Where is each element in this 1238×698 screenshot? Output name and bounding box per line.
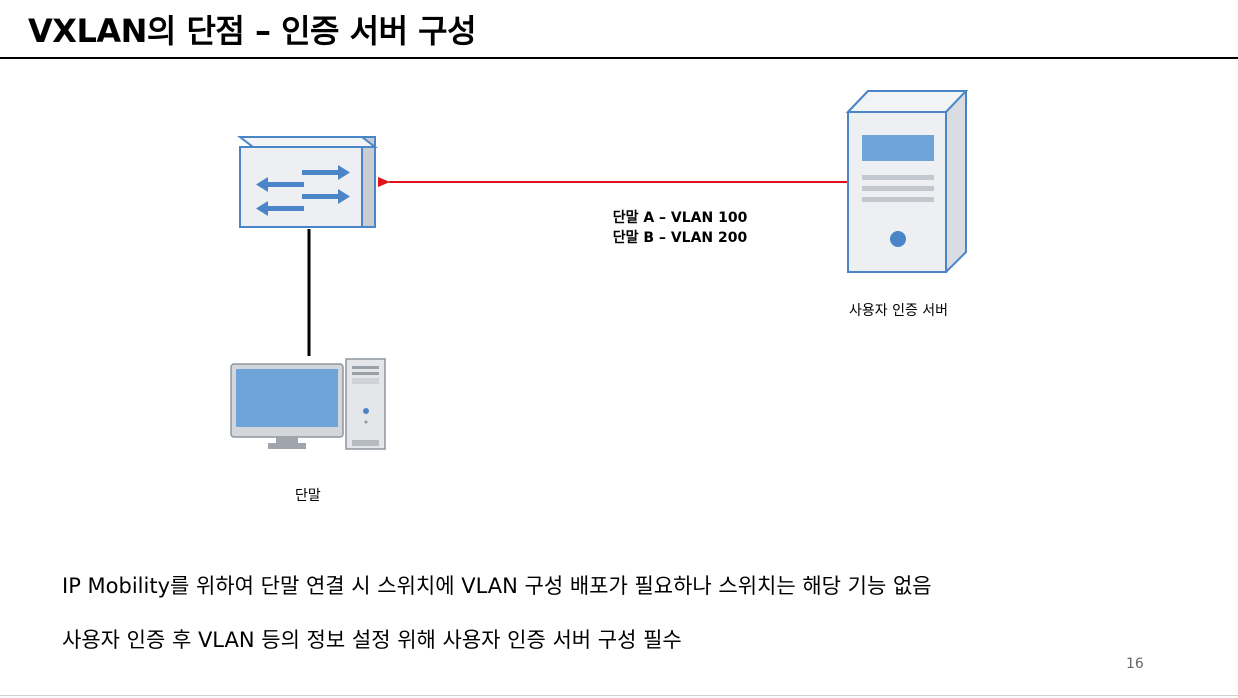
switch-icon [237, 136, 378, 228]
page-number: 16 [1126, 656, 1144, 672]
server-icon [845, 90, 969, 273]
slide-title: VXLAN의 단점 – 인증 서버 구성 [28, 12, 477, 50]
vlan-assignment-label: 단말 A – VLAN 100 단말 B – VLAN 200 [560, 208, 800, 248]
bottom-divider [0, 695, 1238, 696]
server-label: 사용자 인증 서버 [849, 303, 949, 319]
vlan-label-a: 단말 A – VLAN 100 [612, 210, 748, 226]
terminal-label: 단말 [295, 488, 321, 504]
bullet-text-1: IP Mobility를 위하여 단말 연결 시 스위치에 VLAN 구성 배포… [62, 574, 932, 598]
title-divider [0, 57, 1238, 59]
vlan-label-b: 단말 B – VLAN 200 [612, 230, 748, 246]
bullet-text-2: 사용자 인증 후 VLAN 등의 정보 설정 위해 사용자 인증 서버 구성 필… [62, 628, 682, 652]
pc-icon [230, 358, 386, 450]
